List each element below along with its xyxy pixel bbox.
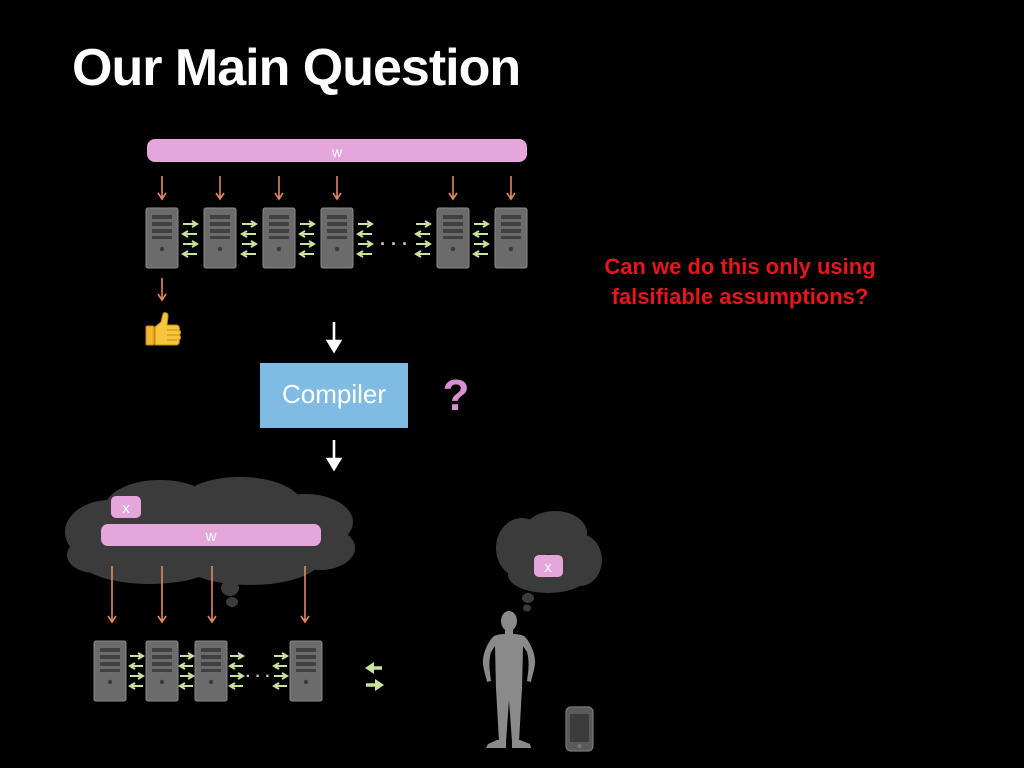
question-text: Can we do this only using falsifiable as… <box>604 254 876 309</box>
exchange-arrows-icon <box>357 220 373 258</box>
server-icon <box>289 640 323 702</box>
arrow-to-compiler <box>325 322 343 354</box>
cloud-w-label: w <box>205 528 217 545</box>
exchange-arrows-icon <box>179 652 194 690</box>
down-arrow <box>157 176 167 201</box>
question-mark: ? <box>443 371 470 420</box>
slide-title: Our Main Question <box>72 39 521 97</box>
down-arrow-to-thumb <box>157 278 167 302</box>
server-icon <box>320 207 354 269</box>
top-w-label: w <box>331 144 343 160</box>
cloud-w-bar: w <box>101 524 321 546</box>
top-w-bar: w <box>147 139 527 162</box>
cloud-x-label: x <box>122 500 130 517</box>
down-arrow <box>107 566 117 624</box>
down-arrow <box>157 566 167 624</box>
exchange-arrows-icon <box>473 220 489 258</box>
top-ellipsis: · · · <box>380 234 408 254</box>
thumbs-up-icon <box>145 312 181 346</box>
exchange-arrows-icon <box>129 652 144 690</box>
exchange-arrows-icon <box>415 220 431 258</box>
person-x-box: x <box>534 555 563 577</box>
bottom-ellipsis: · · · <box>246 668 271 685</box>
exchange-arrows-icon <box>229 652 244 690</box>
top-down-arrows <box>157 176 516 201</box>
exchange-arrows-icon <box>241 220 257 258</box>
compiler-box: Compiler <box>260 363 408 428</box>
server-icon <box>194 640 228 702</box>
down-arrow <box>506 176 516 201</box>
bottom-down-arrows <box>107 566 310 624</box>
person-icon <box>482 611 536 748</box>
person-x-label: x <box>544 559 552 576</box>
down-arrow <box>274 176 284 201</box>
top-server-row: · · · <box>145 207 528 269</box>
bottom-server-row: · · · <box>93 640 323 702</box>
down-arrow <box>207 566 217 624</box>
phone-icon <box>565 706 594 752</box>
two-way-arrows-icon <box>365 662 384 691</box>
cloud-x-box: x <box>111 496 141 518</box>
server-icon <box>145 207 179 269</box>
server-icon <box>203 207 237 269</box>
arrow-from-compiler <box>325 440 343 472</box>
down-arrow <box>448 176 458 201</box>
server-icon <box>436 207 470 269</box>
down-arrow <box>215 176 225 201</box>
exchange-arrows-icon <box>273 652 288 690</box>
server-icon <box>93 640 127 702</box>
server-icon <box>494 207 528 269</box>
server-icon <box>262 207 296 269</box>
exchange-arrows-icon <box>299 220 315 258</box>
compiler-label: Compiler <box>282 379 386 409</box>
down-arrow <box>300 566 310 624</box>
server-icon <box>145 640 179 702</box>
exchange-arrows-icon <box>182 220 198 258</box>
down-arrow <box>332 176 342 201</box>
